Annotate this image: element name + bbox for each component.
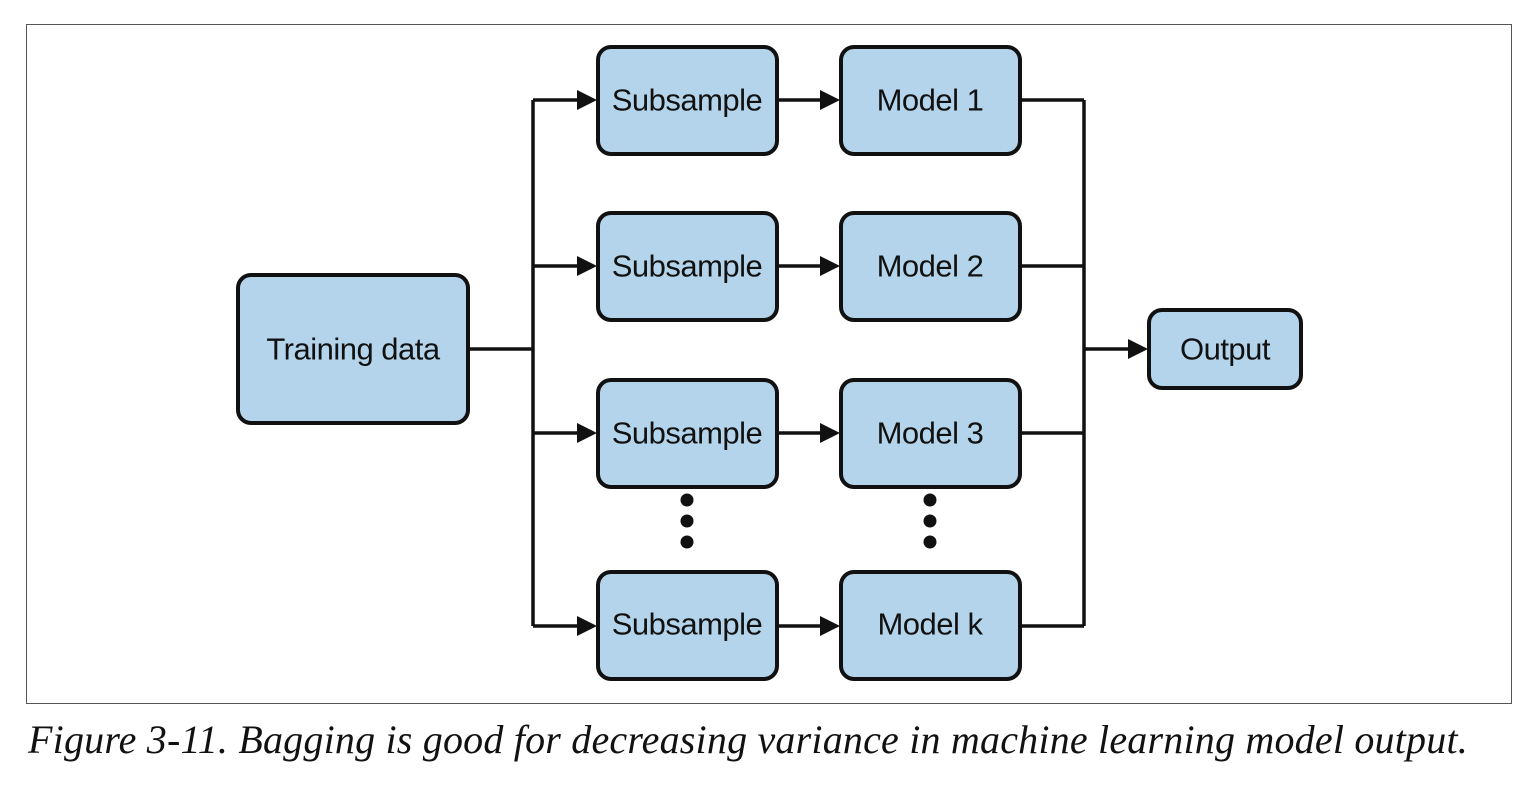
arrowhead-model-3 [820, 423, 840, 443]
subsample-2-box [596, 211, 779, 322]
model-3-label: Model 3 [877, 416, 984, 451]
ellipsis-dot-subsample-2 [680, 514, 694, 528]
node-subsample-k: Subsample [596, 570, 779, 681]
ellipsis-dot-subsample-1 [680, 493, 694, 507]
subsample-3-box [596, 378, 779, 489]
subsample-k-box [596, 570, 779, 681]
node-training-data: Training data [236, 273, 470, 425]
arrowhead-model-1 [820, 90, 840, 110]
node-model-2: Model 2 [839, 211, 1022, 322]
model-3-box [839, 378, 1022, 489]
model-k-box [839, 570, 1022, 681]
model-2-label: Model 2 [877, 249, 984, 284]
edges [468, 98, 1130, 628]
ellipsis-dot-model-3 [923, 535, 937, 549]
node-model-1: Model 1 [839, 45, 1022, 156]
node-output: Output [1147, 308, 1303, 390]
subsample-1-box [596, 45, 779, 156]
node-model-3: Model 3 [839, 378, 1022, 489]
output-box [1147, 308, 1303, 390]
subsample-3-label: Subsample [612, 416, 763, 451]
subsample-k-label: Subsample [612, 607, 763, 642]
model-2-box [839, 211, 1022, 322]
ellipsis-dots [680, 493, 937, 549]
arrowhead-subsample-2 [577, 256, 597, 276]
ellipsis-dot-model-2 [923, 514, 937, 528]
model-k-label: Model k [877, 607, 983, 642]
ellipsis-dot-model-1 [923, 493, 937, 507]
node-subsample-1: Subsample [596, 45, 779, 156]
arrowhead-output [1128, 339, 1148, 359]
arrowhead-model-k [820, 616, 840, 636]
bagging-diagram: Training data Subsample Subsample Subsam… [236, 45, 1303, 681]
figure-caption: Figure 3-11. Bagging is good for decreas… [28, 717, 1468, 762]
arrowhead-subsample-1 [577, 90, 597, 110]
subsample-1-label: Subsample [612, 83, 763, 118]
subsample-2-label: Subsample [612, 249, 763, 284]
node-model-k: Model k [839, 570, 1022, 681]
model-1-box [839, 45, 1022, 156]
training-data-label: Training data [266, 332, 441, 367]
model-1-label: Model 1 [877, 83, 984, 118]
arrowhead-subsample-3 [577, 423, 597, 443]
ellipsis-dot-subsample-3 [680, 535, 694, 549]
training-data-box [236, 273, 470, 425]
arrowhead-model-2 [820, 256, 840, 276]
arrowhead-subsample-k [577, 616, 597, 636]
node-subsample-3: Subsample [596, 378, 779, 489]
arrowheads [577, 90, 1148, 636]
node-subsample-2: Subsample [596, 211, 779, 322]
output-label: Output [1180, 332, 1271, 367]
